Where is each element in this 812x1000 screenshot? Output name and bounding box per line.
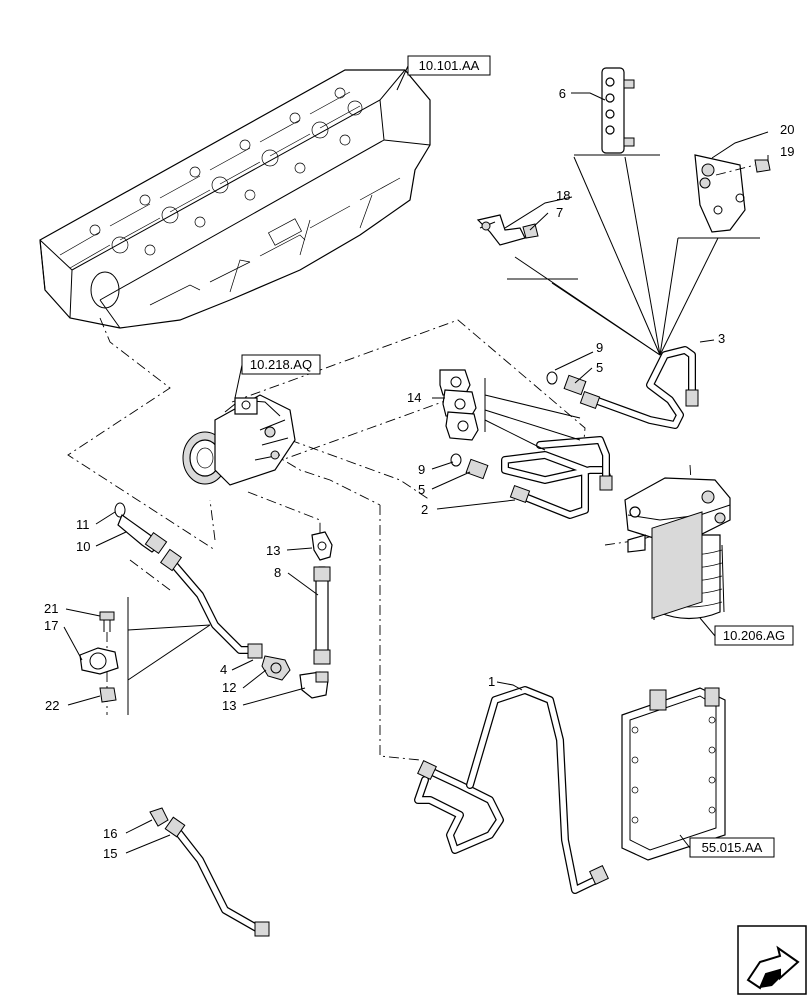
part-16-fitting [149, 807, 169, 827]
ref-injection-pump: 10.218.AQ [250, 357, 312, 372]
part-11-oring [114, 502, 126, 518]
callout-8[interactable]: 8 [274, 565, 281, 580]
callout-3[interactable]: 3 [718, 331, 725, 346]
injection-pump [182, 394, 296, 486]
callout-5-upper[interactable]: 5 [596, 360, 603, 375]
callout-7[interactable]: 7 [556, 205, 563, 220]
part-8-fuel-tube [313, 566, 331, 665]
callout-1[interactable]: 1 [488, 674, 495, 689]
part-5-fitting-lower [465, 458, 489, 480]
cylinder-head [39, 69, 431, 329]
part-3-fuel-tube [579, 346, 699, 429]
part-5-fitting-upper [563, 374, 587, 396]
part-9-oring-upper [546, 371, 558, 385]
part-17-clamp [79, 597, 129, 715]
ref-cylinder-head: 10.101.AA [419, 58, 480, 73]
ref-ecu: 55.015.AA [702, 840, 763, 855]
ref-box-ecu[interactable]: 55.015.AA [679, 834, 775, 858]
callout-13-upper[interactable]: 13 [266, 543, 280, 558]
ref-box-injection-pump[interactable]: 10.218.AQ [234, 354, 321, 399]
callout-11[interactable]: 11 [76, 517, 90, 532]
next-page-arrow-icon[interactable] [737, 925, 807, 995]
callout-17[interactable]: 17 [44, 618, 58, 633]
part-13-elbow-upper [311, 531, 333, 561]
leader-lines [63, 92, 769, 854]
part-12-fitting [261, 655, 291, 681]
part-7-bolt [522, 223, 539, 239]
part-2-fuel-tube [501, 436, 613, 519]
callout-19[interactable]: 19 [780, 144, 794, 159]
ref-box-fuel-filter[interactable]: 10.206.AG [699, 617, 794, 646]
part-15-fuel-tube [164, 816, 270, 937]
part-10-fitting [117, 514, 168, 555]
callout-21[interactable]: 21 [44, 601, 58, 616]
callout-5-lower[interactable]: 5 [418, 482, 425, 497]
callout-9-lower[interactable]: 9 [418, 462, 425, 477]
part-20-bracket [678, 154, 760, 239]
callout-9-upper[interactable]: 9 [596, 340, 603, 355]
callout-labels: 6 20 19 18 7 3 9 5 14 9 5 2 11 10 13 8 2… [44, 86, 794, 861]
part-6-connector-block [574, 67, 660, 156]
callout-13-lower[interactable]: 13 [222, 698, 236, 713]
callout-16[interactable]: 16 [103, 826, 117, 841]
callout-15[interactable]: 15 [103, 846, 117, 861]
callout-20[interactable]: 20 [780, 122, 794, 137]
part-9-oring-lower [450, 453, 462, 467]
ecu [621, 511, 726, 861]
callout-10[interactable]: 10 [76, 539, 90, 554]
part-18-clip-bracket [476, 214, 578, 280]
part-22-nut [99, 687, 117, 703]
part-4-fuel-tube [159, 548, 263, 659]
callout-12[interactable]: 12 [222, 680, 236, 695]
part-14-clip-set [439, 369, 486, 441]
callout-2[interactable]: 2 [421, 502, 428, 517]
callout-4[interactable]: 4 [220, 662, 227, 677]
part-13-elbow-lower [299, 671, 329, 699]
connection-centerlines [67, 317, 701, 761]
callout-14[interactable]: 14 [407, 390, 421, 405]
ref-fuel-filter: 10.206.AG [723, 628, 785, 643]
part-19-bolt [715, 159, 771, 176]
ref-box-cylinder-head[interactable]: 10.101.AA [396, 55, 491, 91]
callout-22[interactable]: 22 [45, 698, 59, 713]
callout-6[interactable]: 6 [559, 86, 566, 101]
part-1-fuel-tube [414, 686, 609, 894]
callout-18[interactable]: 18 [556, 188, 570, 203]
